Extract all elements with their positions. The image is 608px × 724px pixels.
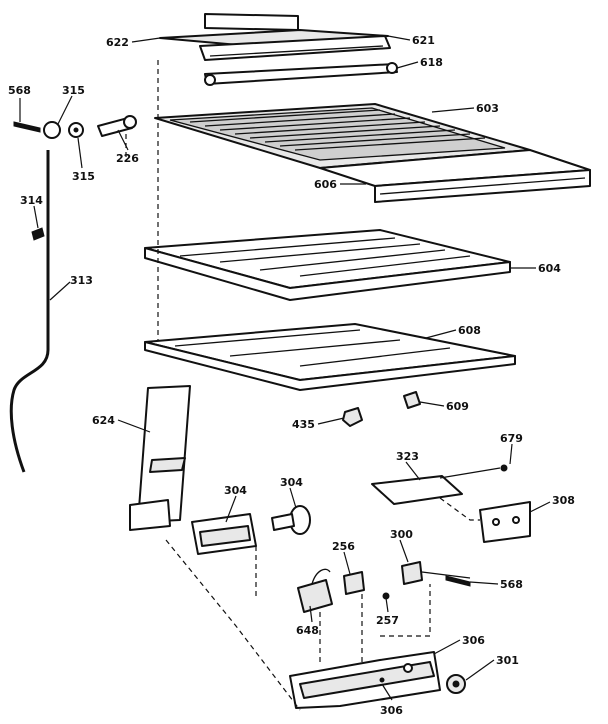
knob-part-301 bbox=[446, 674, 466, 694]
callout-435: 435 bbox=[292, 418, 315, 431]
callout-622: 622 bbox=[106, 36, 129, 49]
callout-323: 323 bbox=[396, 450, 419, 463]
shelf-front-trim-part-606 bbox=[319, 149, 591, 203]
callout-604: 604 bbox=[538, 262, 561, 275]
tube-clip-part-314 bbox=[31, 227, 45, 241]
callout-301: 301 bbox=[496, 654, 519, 667]
callout-313: 313 bbox=[70, 274, 93, 287]
callout-226: 226 bbox=[116, 152, 139, 165]
crisper-cover-part-604 bbox=[144, 229, 511, 301]
clip-part-609 bbox=[403, 391, 421, 409]
screw-part-568-bottom bbox=[445, 575, 471, 587]
shelf-rail-part-618 bbox=[204, 62, 398, 86]
callout-606: 606 bbox=[314, 178, 337, 191]
bulb-socket-part-648 bbox=[297, 568, 333, 613]
callout-257: 257 bbox=[376, 614, 399, 627]
callout-304-a: 304 bbox=[224, 484, 247, 497]
control-housing-part-306 bbox=[289, 651, 441, 709]
callout-300: 300 bbox=[390, 528, 413, 541]
damper-door-part-624 bbox=[129, 385, 191, 531]
callout-603: 603 bbox=[476, 102, 499, 115]
valve-part-315 bbox=[43, 121, 84, 139]
callout-315-bottom: 315 bbox=[72, 170, 95, 183]
mounting-bracket-part-308 bbox=[479, 501, 531, 543]
damper-control-part-304 bbox=[191, 505, 311, 555]
fitting-part-226 bbox=[97, 115, 137, 137]
glass-shelf-part-603 bbox=[154, 103, 531, 169]
callout-315-top: 315 bbox=[62, 84, 85, 97]
roller-part-435 bbox=[342, 407, 363, 427]
callout-608: 608 bbox=[458, 324, 481, 337]
callout-624: 624 bbox=[92, 414, 115, 427]
callout-568-bottom: 568 bbox=[500, 578, 523, 591]
callout-609: 609 bbox=[446, 400, 469, 413]
switch-part-256 bbox=[343, 571, 365, 595]
callout-256: 256 bbox=[332, 540, 355, 553]
callout-306-a: 306 bbox=[462, 634, 485, 647]
callout-568-top: 568 bbox=[8, 84, 31, 97]
callout-648: 648 bbox=[296, 624, 319, 637]
thermostat-part-300 bbox=[401, 561, 471, 585]
callout-308: 308 bbox=[552, 494, 575, 507]
callout-306-b: 306 bbox=[380, 704, 403, 717]
callout-314: 314 bbox=[20, 194, 43, 207]
cover-frame-part-622 bbox=[159, 13, 391, 61]
callout-304-b: 304 bbox=[280, 476, 303, 489]
callout-679: 679 bbox=[500, 432, 523, 445]
control-bracket-part-323 bbox=[371, 464, 508, 505]
screw-part-568-top bbox=[13, 121, 41, 133]
callout-618: 618 bbox=[420, 56, 443, 69]
callout-621: 621 bbox=[412, 34, 435, 47]
water-tube-part-313 bbox=[9, 150, 50, 473]
crisper-pan-part-608 bbox=[144, 323, 516, 391]
